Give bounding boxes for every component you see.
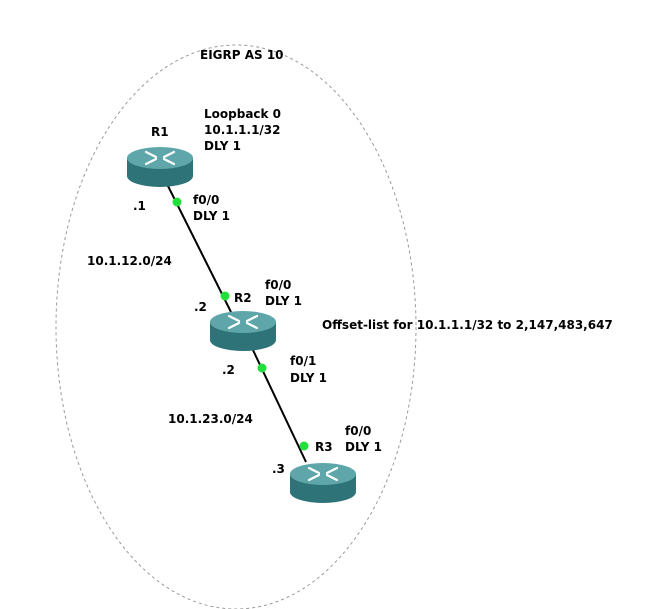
router-r3[interactable] (288, 461, 358, 505)
loopback-address: 10.1.1.1/32 (204, 123, 281, 137)
router-name-r2: R2 (234, 291, 252, 305)
interface-dot-r1-f00 (172, 197, 182, 207)
offset-list-annotation: Offset-list for 10.1.1.1/32 to 2,147,483… (322, 318, 613, 332)
host-label-r1: .1 (133, 199, 146, 213)
interface-label-r2-f00: f0/0 (265, 278, 291, 292)
interface-dot-r2-f00 (220, 291, 230, 301)
network-label-23: 10.1.23.0/24 (168, 412, 253, 426)
host-label-r2-f00: .2 (194, 300, 207, 314)
interface-dot-r2-f01 (257, 363, 267, 373)
interface-label-r2-f01: f0/1 (290, 354, 316, 368)
host-label-r3: .3 (272, 462, 285, 476)
router-name-r1: R1 (151, 125, 169, 139)
router-icon (208, 309, 278, 353)
router-icon (288, 461, 358, 505)
router-icon (125, 145, 195, 189)
interface-label-r1-f00: f0/0 (193, 193, 219, 207)
network-label-12: 10.1.12.0/24 (87, 254, 172, 268)
loopback-name: Loopback 0 (204, 107, 281, 121)
as-boundary (55, 44, 417, 609)
host-label-r2-f01: .2 (222, 363, 235, 377)
delay-label-r2-f00: DLY 1 (265, 294, 302, 308)
as-title: EIGRP AS 10 (200, 48, 284, 62)
delay-label-r1-f00: DLY 1 (193, 209, 230, 223)
loopback-delay: DLY 1 (204, 139, 241, 153)
router-name-r3: R3 (315, 440, 333, 454)
delay-label-r2-f01: DLY 1 (290, 371, 327, 385)
delay-label-r3-f00: DLY 1 (345, 440, 382, 454)
interface-dot-r3-f00 (299, 441, 309, 451)
router-r2[interactable] (208, 309, 278, 353)
router-r1[interactable] (125, 145, 195, 189)
interface-label-r3-f00: f0/0 (345, 424, 371, 438)
